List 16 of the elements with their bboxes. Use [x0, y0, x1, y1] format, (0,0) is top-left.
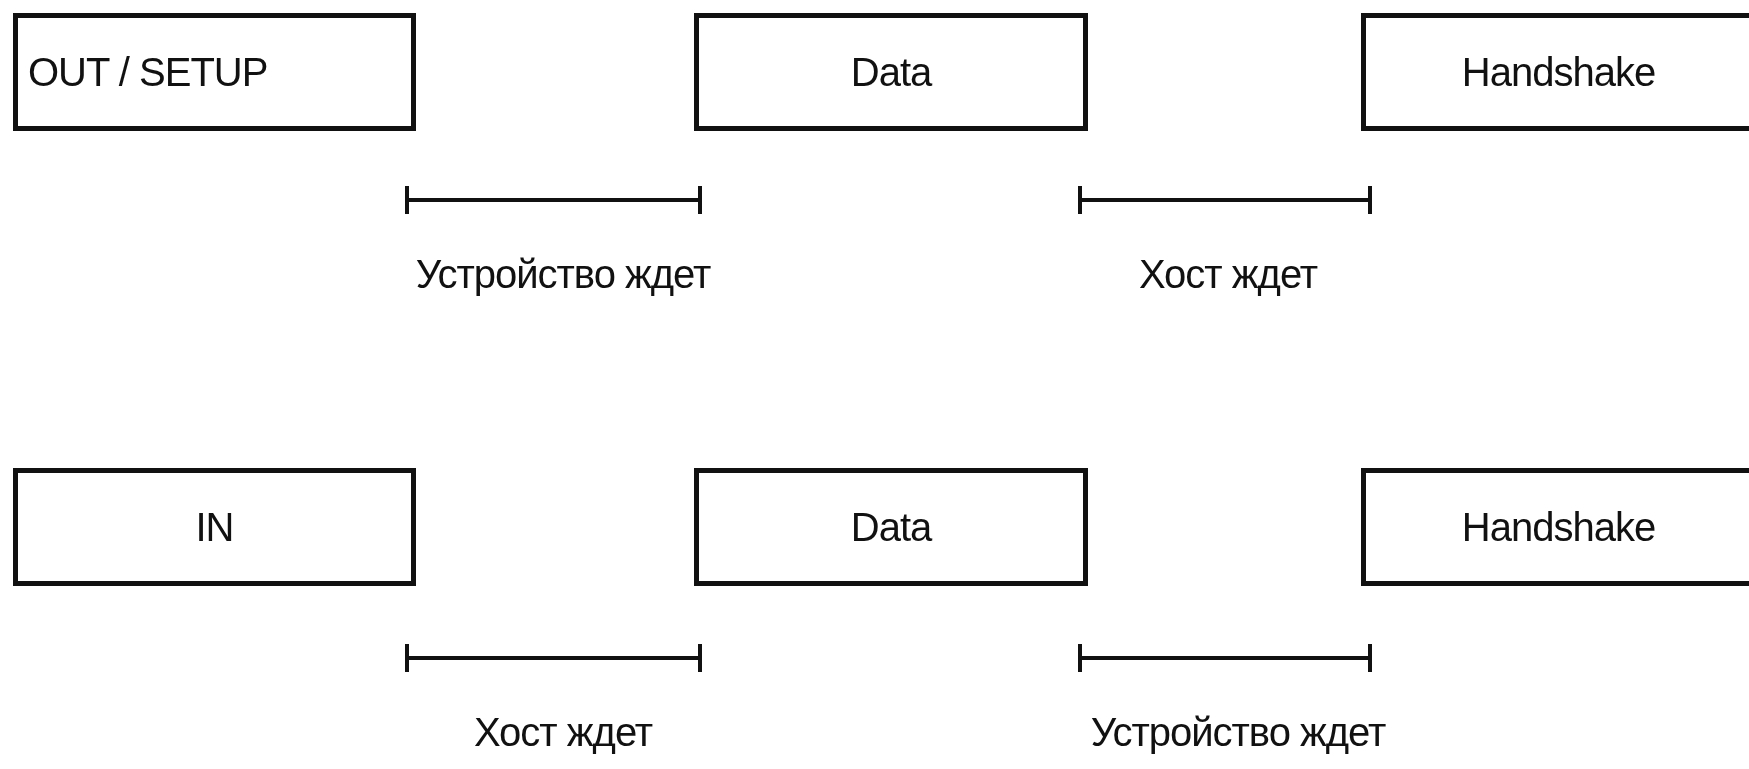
process-box — [13, 468, 416, 586]
process-box — [13, 13, 416, 131]
process-box — [1361, 468, 1749, 586]
process-box — [694, 468, 1088, 586]
box-label: Handshake — [1461, 504, 1656, 550]
interval-label: Хост ждет — [473, 710, 653, 755]
interval-label: Хост ждет — [1138, 252, 1318, 297]
box-label: Handshake — [1461, 49, 1656, 95]
box-label: Data — [850, 49, 932, 95]
box-label: OUT / SETUP — [28, 49, 268, 95]
process-box — [694, 13, 1088, 131]
interval-label: Устройство ждет — [415, 252, 711, 297]
interval-label: Устройство ждет — [1090, 710, 1386, 755]
box-label: IN — [195, 504, 234, 550]
process-box — [1361, 13, 1749, 131]
box-label: Data — [850, 504, 932, 550]
